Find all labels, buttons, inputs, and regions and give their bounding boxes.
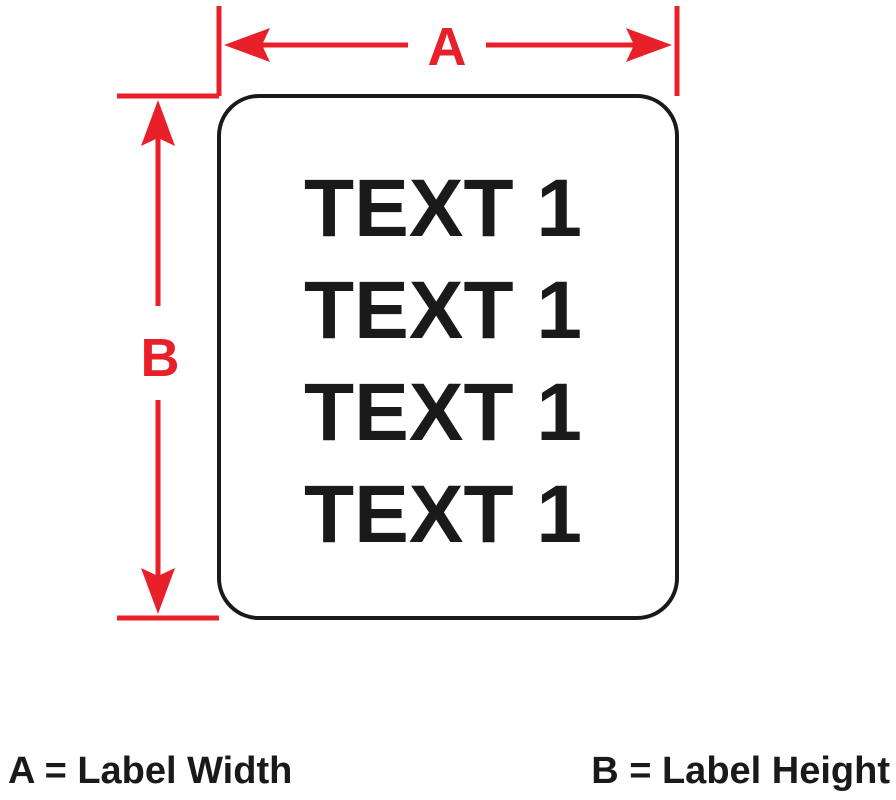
- height-arrow-top: [141, 100, 175, 146]
- label-text-line-1: TEXT 1: [304, 163, 582, 254]
- width-arrow-left: [224, 28, 270, 62]
- width-dimension-letter: A: [428, 17, 467, 77]
- label-text-line-2: TEXT 1: [304, 265, 582, 356]
- height-dimension-letter: B: [141, 328, 180, 388]
- label-text-line-4: TEXT 1: [304, 469, 582, 560]
- label-text-line-3: TEXT 1: [304, 367, 582, 458]
- label-outline: [217, 94, 679, 620]
- legend-label-width: A = Label Width: [8, 750, 293, 792]
- legend-label-height: B = Label Height: [591, 750, 890, 792]
- height-arrow-bottom: [141, 568, 175, 614]
- width-arrow-right: [626, 28, 672, 62]
